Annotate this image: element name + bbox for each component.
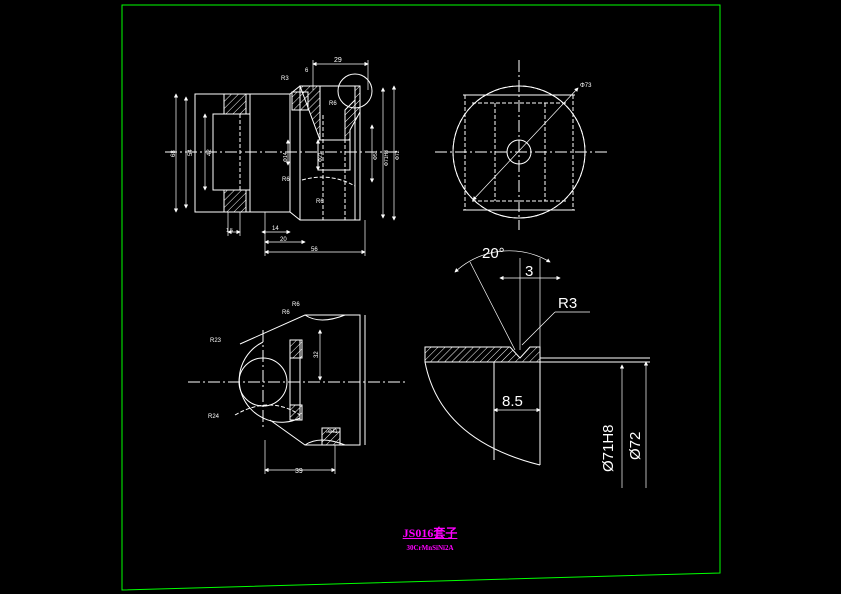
dim-front-1-5: 1.5 — [226, 228, 233, 234]
dim-front-r3: R3 — [281, 76, 289, 82]
dim-detail-phi71h8: Ø71H8 — [600, 424, 617, 472]
dim-detail-8-5: 8.5 — [502, 393, 523, 410]
dim-top-r24: R24 — [208, 414, 220, 420]
dim-front-phi21: Φ21 — [318, 152, 324, 162]
dim-front-29: 29 — [334, 57, 342, 64]
dim-detail-3: 3 — [525, 263, 533, 280]
dim-side-phi73: Φ73 — [580, 83, 592, 89]
dim-front-phi14: Φ14 — [283, 152, 289, 162]
dim-top-r6b: R6 — [282, 310, 290, 316]
dim-front-r6-inner: R6 — [282, 177, 290, 183]
dim-front-56: 56 — [311, 247, 318, 253]
top-view-dimension-lines — [264, 329, 340, 474]
dim-front-42: 42 — [207, 149, 213, 156]
dim-front-14: 14 — [272, 226, 279, 232]
dim-front-phi71h8: Φ71H8 — [384, 150, 390, 166]
dim-front-6: 6 — [305, 68, 309, 74]
drawing-border — [121, 4, 721, 591]
dim-detail-angle: 20° — [482, 245, 505, 262]
dim-top-39: 39 — [295, 468, 303, 475]
dim-top-r6a: R6 — [292, 302, 300, 308]
dim-front-r6-bot: R6 — [316, 199, 324, 205]
dim-front-20: 20 — [280, 237, 287, 243]
dim-front-68: 68 — [171, 150, 177, 157]
detail-dimension-lines — [454, 250, 649, 488]
dim-front-phi51: Φ51 — [373, 150, 379, 160]
dim-front-r6-top: R6 — [329, 101, 337, 107]
dim-detail-phi72: Ø72 — [627, 432, 644, 460]
side-view — [435, 60, 610, 230]
dim-top-r23: R23 — [210, 338, 222, 344]
part-title: JS016套子 — [402, 526, 458, 540]
dim-front-phi72: Φ72 — [395, 150, 401, 160]
detail-view — [424, 346, 650, 466]
front-view-dimension-lines — [173, 60, 397, 256]
top-view — [188, 314, 405, 446]
dim-top-phi41: Φ41 — [328, 429, 338, 435]
front-view — [165, 73, 400, 221]
dim-front-54: 54 — [188, 149, 194, 156]
material-label: 30CrMnSiNi2A — [406, 544, 454, 552]
dim-detail-r3: R3 — [558, 295, 577, 312]
dim-top-32: 32 — [314, 351, 320, 358]
